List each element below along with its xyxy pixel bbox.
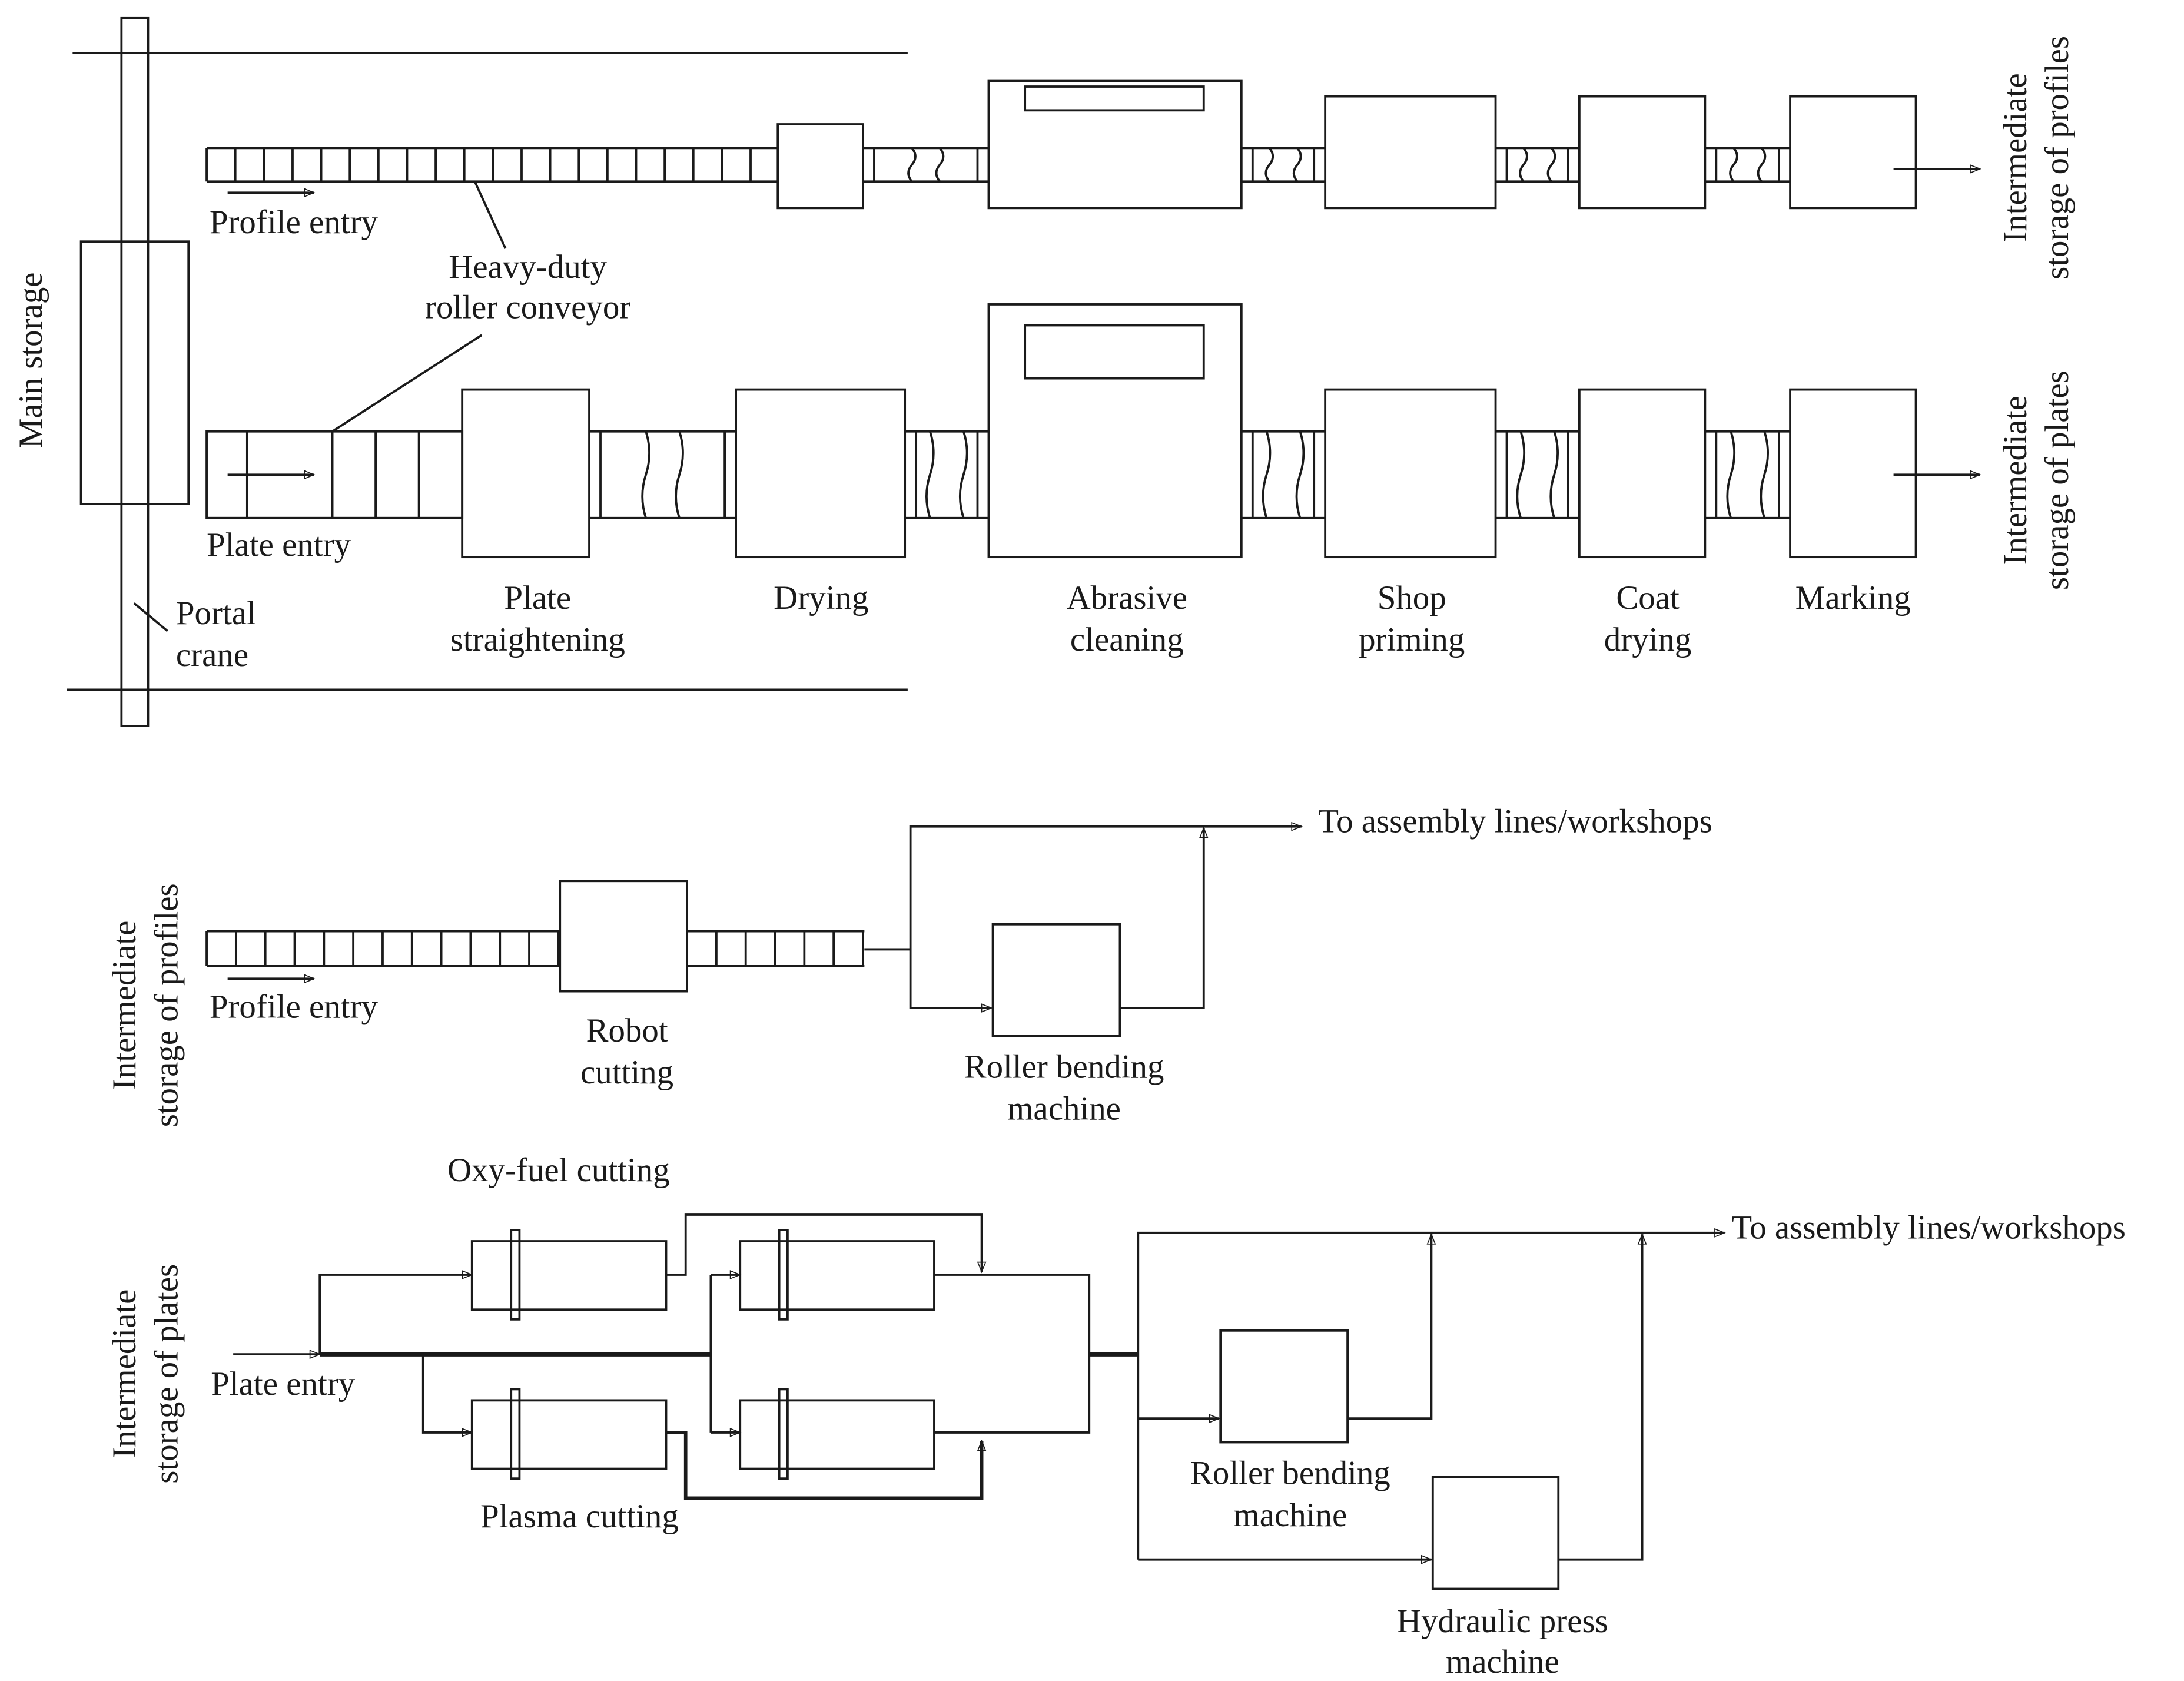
abrasive-cleaning-window (1024, 324, 1205, 380)
shop-priming-label-1: Shop (1378, 579, 1446, 616)
oxy-fuel-torch-2 (739, 1240, 935, 1311)
portal-crane-leader (133, 602, 168, 632)
robot-cutting-label-1: Robot (586, 1012, 668, 1049)
drying-machine (735, 388, 907, 559)
profile-line (205, 79, 1981, 210)
drying-label: Drying (774, 579, 868, 616)
profile-entry-label-top: Profile entry (210, 204, 379, 241)
bypass-to-assembly-1 (909, 821, 1303, 950)
heavy-duty-leader-lower (331, 334, 483, 433)
main-storage-block (79, 240, 190, 505)
marking-label: Marking (1795, 579, 1911, 616)
profile-cutting-conveyor-rollers (205, 931, 864, 966)
roller-bending-1-output (1120, 826, 1209, 1009)
hydraulic-press-machine (1431, 1476, 1560, 1590)
shop-priming-machine (1324, 388, 1497, 559)
portal-crane (120, 16, 150, 727)
to-assembly-label-2: To assembly lines/workshops (1731, 1209, 2125, 1246)
intermediate-plates-left-1: Intermediate (106, 1289, 143, 1458)
coat-drying-label-1: Coat (1616, 579, 1680, 616)
hydraulic-press-label-2: machine (1446, 1643, 1559, 1680)
to-assembly-label-1: To assembly lines/workshops (1318, 803, 1712, 840)
plate-entry-label-top: Plate entry (207, 526, 351, 563)
roller-bending-label-1b: machine (1007, 1090, 1121, 1128)
profile-marking-machine (1789, 95, 1917, 210)
profile-line-links (862, 147, 1791, 183)
plate-straightening-label-2: straightening (450, 621, 625, 658)
profile-priming-machine (1324, 95, 1497, 210)
plate-line-links (589, 430, 1791, 519)
coat-drying-machine (1578, 388, 1707, 559)
abrasive-cleaning-label-1: Abrasive (1067, 579, 1187, 616)
profile-cleaning-window (1024, 85, 1205, 112)
intermediate-plates-left-2: storage of plates (148, 1264, 185, 1484)
main-storage-label: Main storage (12, 272, 49, 448)
main-storage-area (67, 16, 908, 727)
profile-cutting-line (205, 821, 1303, 1037)
shop-priming-label-2: priming (1359, 621, 1465, 658)
marking-machine (1789, 388, 1917, 559)
intermediate-profiles-left-2: storage of profiles (148, 883, 185, 1127)
roller-bending-label-1a: Roller bending (964, 1049, 1164, 1086)
coat-drying-label-2: drying (1604, 621, 1692, 658)
profile-entry-machine (776, 123, 864, 210)
plate-straightening-machine (461, 388, 590, 559)
intermediate-plates-right-1: Intermediate (1997, 396, 2034, 565)
plasma-label: Plasma cutting (480, 1498, 679, 1535)
heavy-duty-label-2: roller conveyor (425, 289, 630, 326)
roller-bending-machine-1 (991, 923, 1121, 1037)
bypass-to-assembly-2 (1137, 1228, 1726, 1560)
intermediate-profiles-right-1: Intermediate (1997, 73, 2034, 242)
profile-conveyor-rollers (205, 148, 752, 182)
plate-entry-label-bottom: Plate entry (211, 1365, 356, 1403)
oxy-fuel-torch-1 (470, 1240, 668, 1311)
portal-crane-label-2: crane (176, 636, 248, 674)
robot-cutting-machine (559, 880, 688, 993)
intermediate-plates-right-2: storage of plates (2039, 370, 2076, 590)
roller-bending-label-2a: Roller bending (1190, 1455, 1390, 1492)
plasma-torch-1 (470, 1399, 668, 1470)
oxy-fuel-label: Oxy-fuel cutting (447, 1152, 670, 1189)
heavy-duty-label-1: Heavy-duty (449, 248, 607, 286)
portal-crane-label-1: Portal (176, 595, 256, 632)
roller-bending-label-2b: machine (1233, 1497, 1347, 1534)
intermediate-profiles-right-2: storage of profiles (2039, 36, 2076, 280)
intermediate-profiles-left-1: Intermediate (106, 921, 143, 1090)
plate-straightening-label-1: Plate (504, 579, 571, 616)
roller-bending-machine-2 (1219, 1329, 1349, 1444)
profile-entry-label-mid: Profile entry (210, 989, 379, 1026)
plasma-torch-2 (739, 1399, 935, 1470)
profile-drying-machine (1578, 95, 1707, 210)
heavy-duty-leader-upper (473, 181, 507, 249)
feed-roller-bending-1 (909, 949, 993, 1013)
abrasive-cleaning-label-2: cleaning (1070, 621, 1184, 658)
plate-line (205, 181, 1981, 559)
profile-cleaning-machine (987, 79, 1243, 210)
robot-cutting-label-2: cutting (580, 1054, 673, 1091)
plate-cutting-line (233, 1213, 1726, 1590)
hydraulic-press-label-1: Hydraulic press (1397, 1603, 1608, 1640)
